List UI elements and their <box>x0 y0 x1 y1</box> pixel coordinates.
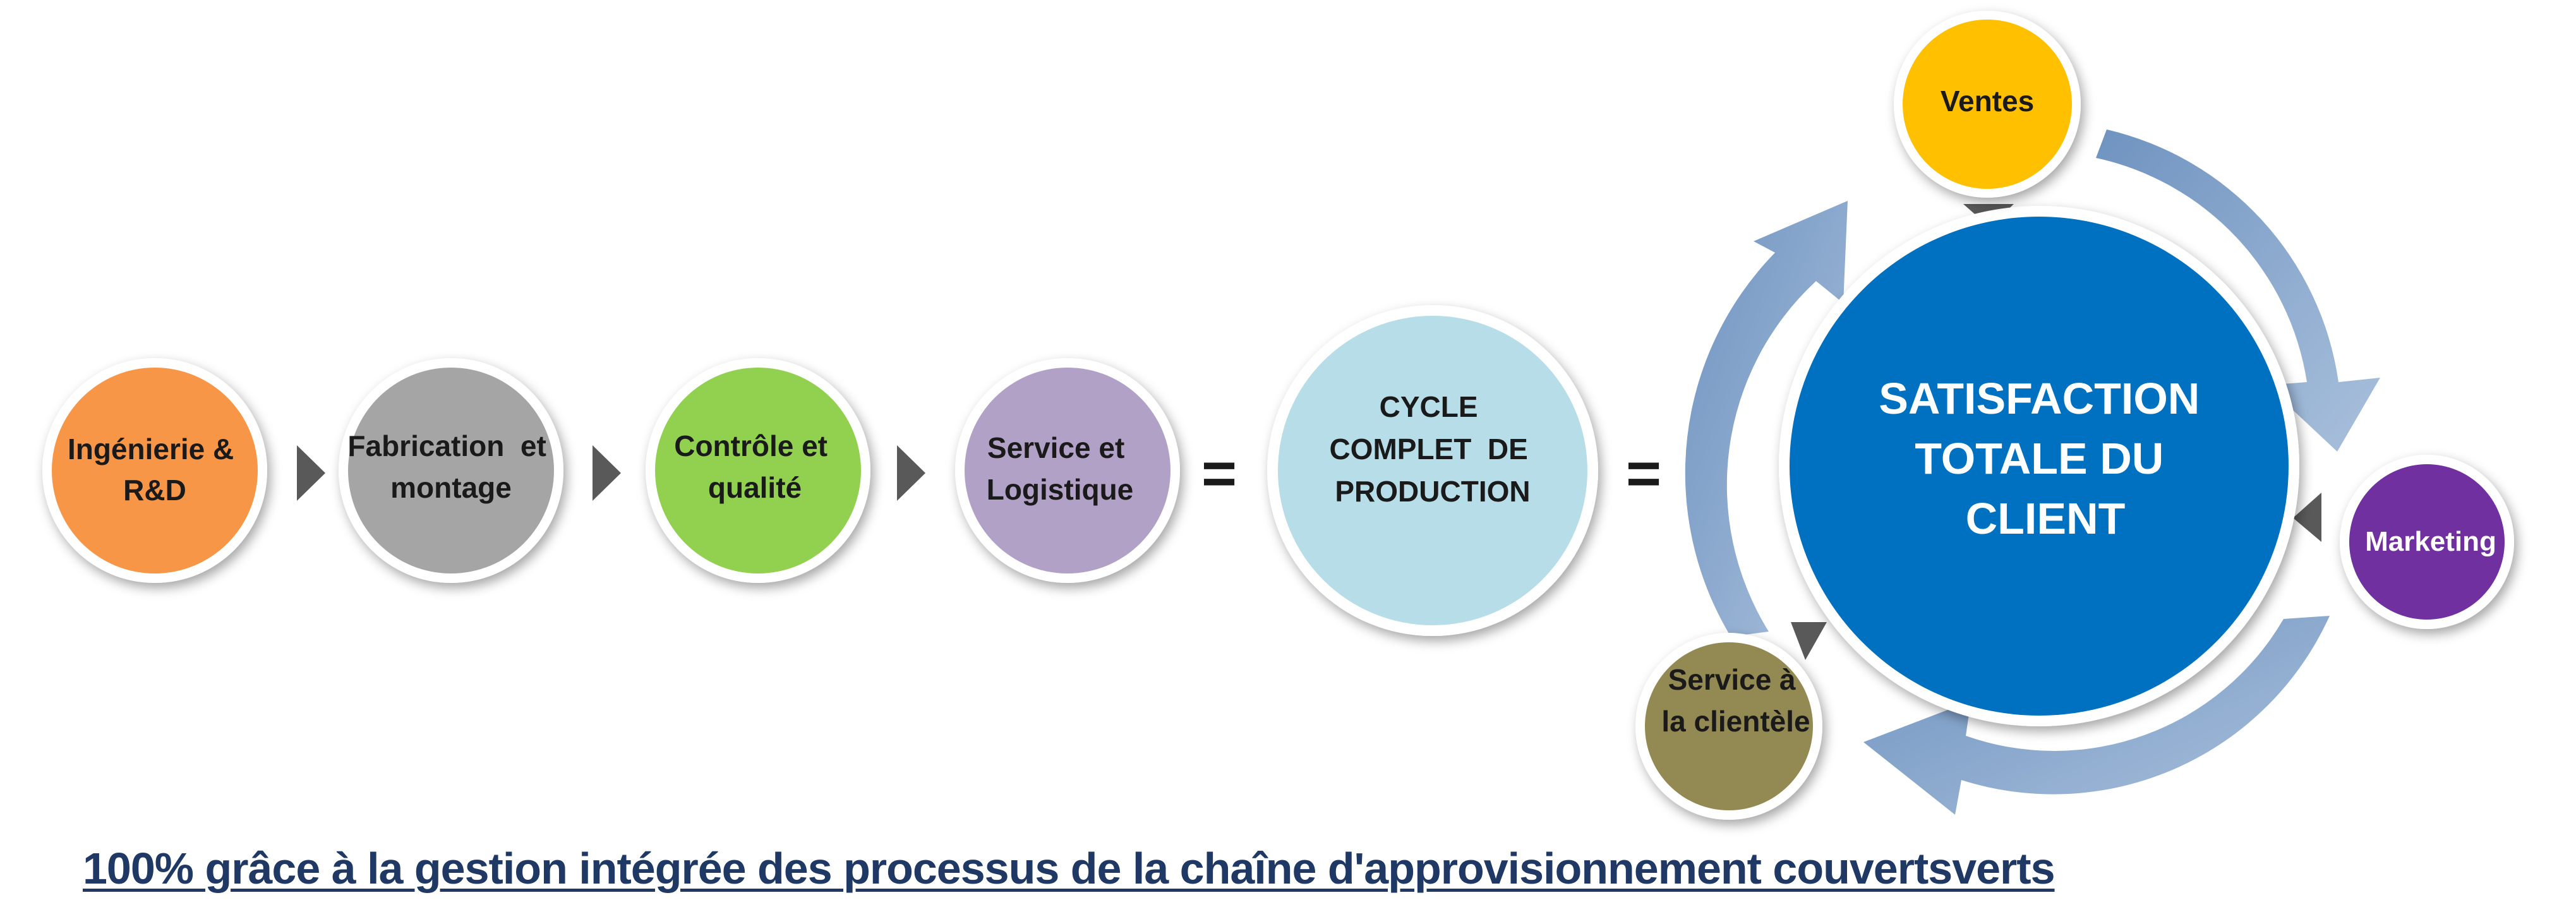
cycle-node-ventes-fill <box>1903 20 2072 189</box>
step-arrow-2 <box>593 445 621 501</box>
client-satisfaction-fill <box>1790 217 2289 716</box>
cycle-arrow-service-to-ventes <box>1685 201 1848 637</box>
process-step-logistics-fill <box>965 368 1171 573</box>
client-satisfaction-line-3: CLIENT <box>1966 494 2126 543</box>
pointer-marketing <box>2293 493 2321 542</box>
process-step-quality: Contrôle et qualité <box>646 358 870 583</box>
step-arrow-3 <box>897 445 925 501</box>
process-step-fabrication-line-1: Fabrication et <box>347 429 546 462</box>
svg-text:Contrôle et qualité: Contrôle et qualité <box>674 429 836 504</box>
client-satisfaction-node: SATISFACTION TOTALE DU CLIENT <box>1779 206 2299 726</box>
cycle-node-marketing-fill <box>2349 464 2505 620</box>
svg-text:Ventes: Ventes <box>1941 85 2034 117</box>
cycle-arrows <box>1685 129 2380 815</box>
cycle-node-ventes-label: Ventes <box>1941 85 2034 117</box>
equals-sign-2: = <box>1626 440 1661 507</box>
process-step-engineering-fill <box>52 368 258 573</box>
process-step-logistics: Service et Logistique <box>955 358 1180 583</box>
svg-text:Ingénierie & R&D: Ingénierie & R&D <box>68 433 242 507</box>
process-step-logistics-line-2: Logistique <box>987 473 1134 506</box>
client-satisfaction-line-1: SATISFACTION <box>1879 374 2200 423</box>
cycle-arrow-ventes-to-marketing <box>2096 129 2380 452</box>
process-step-quality-line-2: qualité <box>708 471 802 504</box>
process-step-engineering-line-1: Ingénierie & <box>68 433 234 465</box>
footer-caption: 100% grâce à la gestion intégrée des pro… <box>83 844 2055 893</box>
svg-text:Service et Logistique: Service et Logistique <box>987 431 1134 506</box>
svg-text:Service à la clientèle: Service à la clientèle <box>1661 663 1810 738</box>
production-cycle-line-3: PRODUCTION <box>1335 475 1530 508</box>
cycle-node-service-client-line-2: la clientèle <box>1661 705 1810 738</box>
cycle-node-service-client-fill <box>1645 642 1813 810</box>
svg-text:SATISFACTION TOTALE DU: SATISFACTION TOTALE DU CLIENT <box>1879 374 2212 543</box>
process-step-fabrication-line-2: montage <box>390 471 512 504</box>
process-step-engineering-line-2: R&D <box>123 474 186 507</box>
svg-text:Fabrication et montage: Fabrication et montage <box>347 429 554 504</box>
process-step-fabrication: Fabrication et montage <box>339 358 563 583</box>
cycle-node-service-client-line-1: Service à <box>1668 663 1796 696</box>
production-cycle-line-1: CYCLE <box>1380 390 1478 423</box>
client-satisfaction-line-2: TOTALE DU <box>1915 434 2164 483</box>
pointer-service <box>1791 622 1827 660</box>
production-cycle-line-2: COMPLET DE <box>1329 433 1527 465</box>
process-step-fabrication-fill <box>348 368 554 573</box>
equals-sign-1: = <box>1201 440 1237 507</box>
cycle-node-service-client: Service à la clientèle <box>1635 633 1822 820</box>
svg-text:Marketing: Marketing <box>2365 526 2496 557</box>
production-cycle-fill <box>1278 316 1587 625</box>
process-step-logistics-line-1: Service et <box>987 431 1124 464</box>
step-arrow-1 <box>297 445 325 501</box>
process-step-engineering: Ingénierie & R&D <box>42 358 267 583</box>
process-step-quality-fill <box>655 368 861 573</box>
svg-text:CYCLE COMPLET DE: CYCLE COMPLET DE PRODUCTION <box>1329 390 1536 508</box>
process-step-quality-line-1: Contrôle et <box>674 429 828 462</box>
cycle-node-marketing-label: Marketing <box>2365 526 2496 557</box>
cycle-node-marketing: Marketing <box>2340 455 2514 629</box>
production-cycle-node: CYCLE COMPLET DE PRODUCTION <box>1267 305 1598 636</box>
cycle-node-ventes: Ventes <box>1894 11 2081 198</box>
cycle-arrow-marketing-to-service <box>1863 616 2330 815</box>
